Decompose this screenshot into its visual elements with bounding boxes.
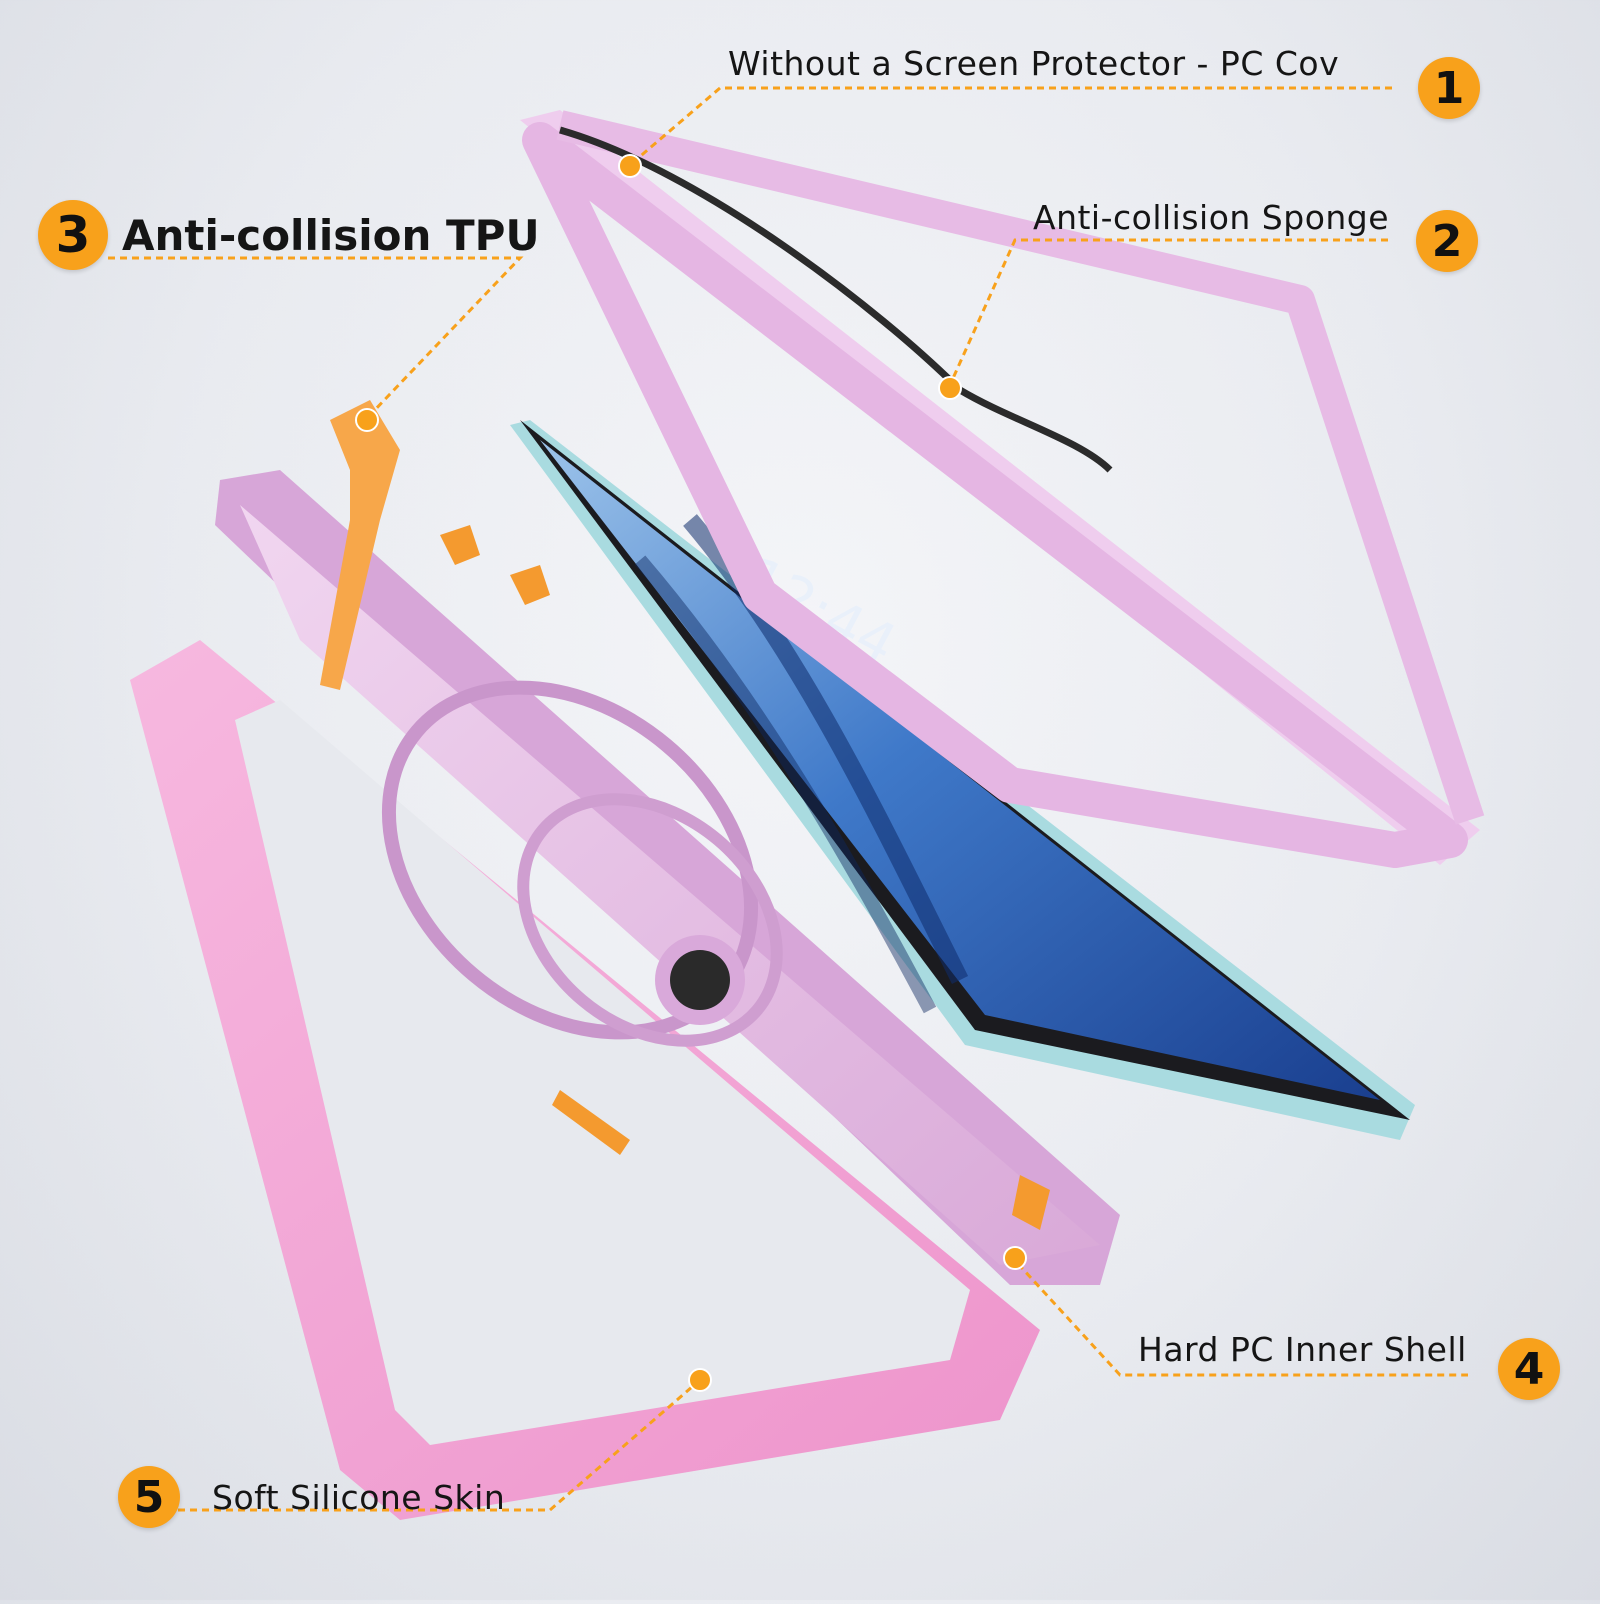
anti-collision-tpu xyxy=(320,400,1050,1230)
callout-2: Anti-collision Sponge xyxy=(1033,198,1389,237)
pc-front-cover-frame xyxy=(520,110,1485,868)
callout-5: 5 Soft Silicone Skin xyxy=(118,1466,505,1528)
hard-pc-inner-shell xyxy=(215,470,1120,1285)
callout-1-number: 1 xyxy=(1418,57,1480,119)
callout-4-text: Hard PC Inner Shell xyxy=(1138,1330,1467,1369)
callout-3: 3 Anti-collision TPU xyxy=(38,200,540,270)
callout-2-text: Anti-collision Sponge xyxy=(1033,198,1390,237)
callout-3-number: 3 xyxy=(38,200,108,270)
callout-4-number: 4 xyxy=(1498,1338,1560,1400)
callout-3-text: Anti-collision TPU xyxy=(122,210,540,260)
callout-5-text: Soft Silicone Skin xyxy=(212,1477,506,1517)
callout-4: Hard PC Inner Shell xyxy=(1138,1330,1467,1369)
rotating-stand-center xyxy=(670,950,730,1010)
soft-silicone-skin xyxy=(130,640,1040,1520)
anti-collision-sponge xyxy=(559,126,1113,473)
shell-ring-inner xyxy=(517,793,783,1047)
callout-anchor-dots xyxy=(355,154,1027,1392)
callout-2-number: 2 xyxy=(1416,210,1478,272)
callout-2-badge: 2 xyxy=(1416,210,1478,272)
callout-5-number: 5 xyxy=(118,1466,180,1528)
callout-1-text: Without a Screen Protector - PC Cov xyxy=(728,44,1340,83)
callout-1: Without a Screen Protector - PC Cov xyxy=(728,44,1339,83)
callout-leader-lines xyxy=(108,86,1468,1512)
callout-1-badge: 1 xyxy=(1418,57,1480,119)
callout-4-badge: 4 xyxy=(1498,1338,1560,1400)
